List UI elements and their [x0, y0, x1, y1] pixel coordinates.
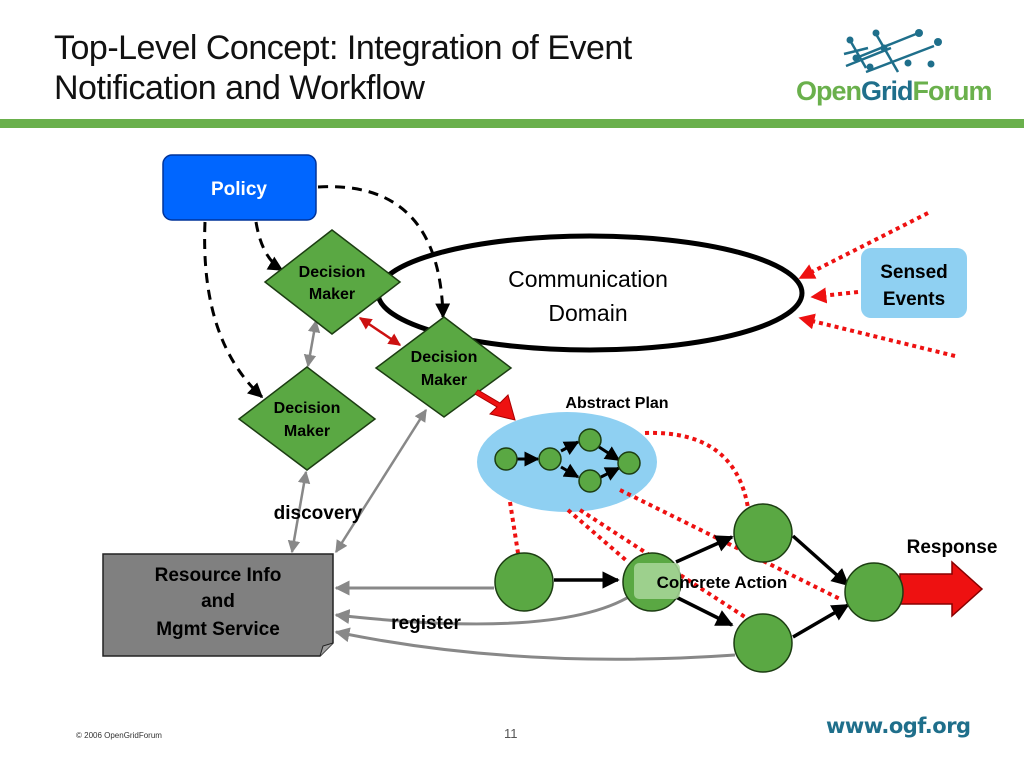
slide-title-line1: Top-Level Concept: Integration of Event	[54, 29, 632, 67]
grid-network-icon	[843, 29, 942, 74]
slide-title: Top-Level Concept: Integration of Event …	[54, 28, 632, 108]
sensed-events-box	[861, 248, 967, 318]
plan-step-node	[617, 451, 641, 475]
logo-word-forum: Forum	[912, 76, 993, 106]
policy-box	[162, 154, 317, 221]
communication-domain-line2: Domain	[548, 300, 627, 326]
logo-word-grid: Grid	[861, 76, 914, 106]
page-number: 11	[504, 726, 518, 741]
dm-link-arrow	[303, 319, 321, 368]
decision-maker-top: Decision Maker	[263, 229, 402, 335]
decision-maker-line1: Decision	[299, 264, 366, 281]
decision-maker-line2: Maker	[284, 423, 330, 440]
decision-maker-line1: Decision	[411, 349, 478, 366]
discovery-arrow	[287, 470, 311, 554]
policy-arrow	[317, 185, 451, 319]
concrete-node	[844, 562, 904, 622]
abstract-plan-label: Abstract Plan	[565, 395, 668, 412]
logo-word-open: Open	[796, 76, 862, 106]
response-arrow	[899, 560, 984, 618]
plan-step-node	[578, 469, 602, 493]
register-arrow	[334, 627, 736, 661]
decision-maker-line2: Maker	[421, 372, 467, 389]
plan-generation-arrow	[474, 389, 516, 421]
decision-maker-line2: Maker	[309, 286, 355, 303]
decision-maker-left: Decision Maker	[237, 366, 377, 471]
plan-step-node	[538, 447, 562, 471]
plan-step-node	[578, 428, 602, 452]
register-arrow	[334, 593, 633, 626]
logo-wordmark: OpenGridForum	[796, 76, 993, 107]
sensed-event-arrow	[798, 313, 956, 358]
concrete-action-label: Concrete Action	[657, 573, 788, 592]
concrete-node	[733, 613, 793, 673]
decision-maker-line1: Decision	[274, 400, 341, 417]
dm-exchange-arrow	[358, 316, 402, 347]
header-divider	[0, 119, 1024, 128]
sensed-events-line2: Events	[883, 289, 945, 310]
plan-step-node	[494, 447, 518, 471]
sensed-events-line1: Sensed	[880, 262, 948, 283]
concrete-action-highlight	[634, 563, 680, 599]
resource-info-line1: Resource Info	[155, 565, 282, 586]
register-label: register	[391, 613, 461, 634]
copyright-text: © 2006 OpenGridForum	[76, 731, 162, 740]
footer-url[interactable]: www.ogf.org	[826, 714, 971, 738]
policy-label: Policy	[211, 179, 267, 200]
policy-arrow	[254, 221, 284, 272]
discovery-arrow	[334, 408, 428, 554]
response-label: Response	[907, 537, 998, 558]
concrete-node	[733, 503, 793, 563]
concrete-node	[494, 552, 554, 612]
policy-arrow	[203, 221, 264, 399]
resource-info-line2: and	[201, 591, 235, 612]
communication-domain-line1: Communication	[508, 266, 668, 292]
resource-info-line3: Mgmt Service	[156, 619, 280, 640]
resource-info-service: Resource Info and Mgmt Service	[102, 553, 334, 657]
slide-title-line2: Notification and Workflow	[54, 69, 425, 107]
sensed-event-arrow	[810, 287, 859, 304]
abstract-plan-ellipse	[477, 412, 657, 512]
ogf-logo: OpenGridForum	[796, 22, 993, 112]
discovery-label: discovery	[274, 503, 363, 524]
